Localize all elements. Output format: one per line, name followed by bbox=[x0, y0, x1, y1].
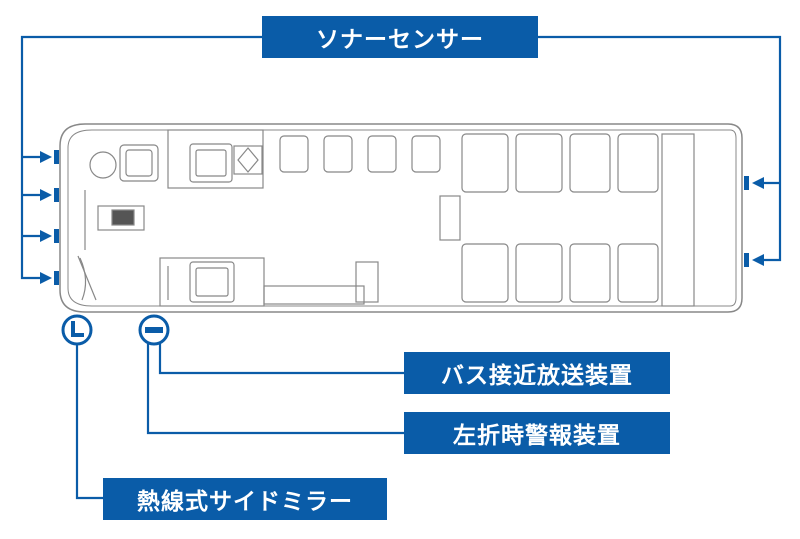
sonar-sensors-left bbox=[40, 150, 59, 285]
sensor-arrow-icon bbox=[40, 150, 59, 164]
mirror-marker bbox=[61, 314, 103, 500]
front-seat-row bbox=[279, 135, 441, 173]
mirror-l-icon bbox=[71, 321, 84, 337]
rear-seat-rows bbox=[439, 133, 695, 307]
sonar-sensors-right bbox=[744, 176, 764, 267]
sensor-arrow-icon bbox=[40, 188, 59, 202]
bus-approach-device-label: バス接近放送装置 bbox=[404, 352, 670, 394]
sensor-arrow-icon bbox=[744, 253, 764, 267]
driver-area bbox=[77, 129, 264, 301]
sonar-leader-lines bbox=[20, 35, 782, 280]
heated-side-mirror-label: 熱線式サイドミラー bbox=[103, 478, 387, 520]
sensor-arrow-icon bbox=[744, 176, 764, 190]
lower-left-area bbox=[159, 257, 379, 307]
bus-body bbox=[59, 123, 743, 313]
sensor-arrow-icon bbox=[40, 271, 59, 285]
minus-circle-icon bbox=[145, 327, 163, 333]
sonar-sensor-label: ソナーセンサー bbox=[262, 16, 538, 58]
speaker-marker bbox=[138, 314, 404, 435]
left-turn-warning-label: 左折時警報装置 bbox=[404, 412, 670, 454]
sensor-arrow-icon bbox=[40, 229, 59, 243]
